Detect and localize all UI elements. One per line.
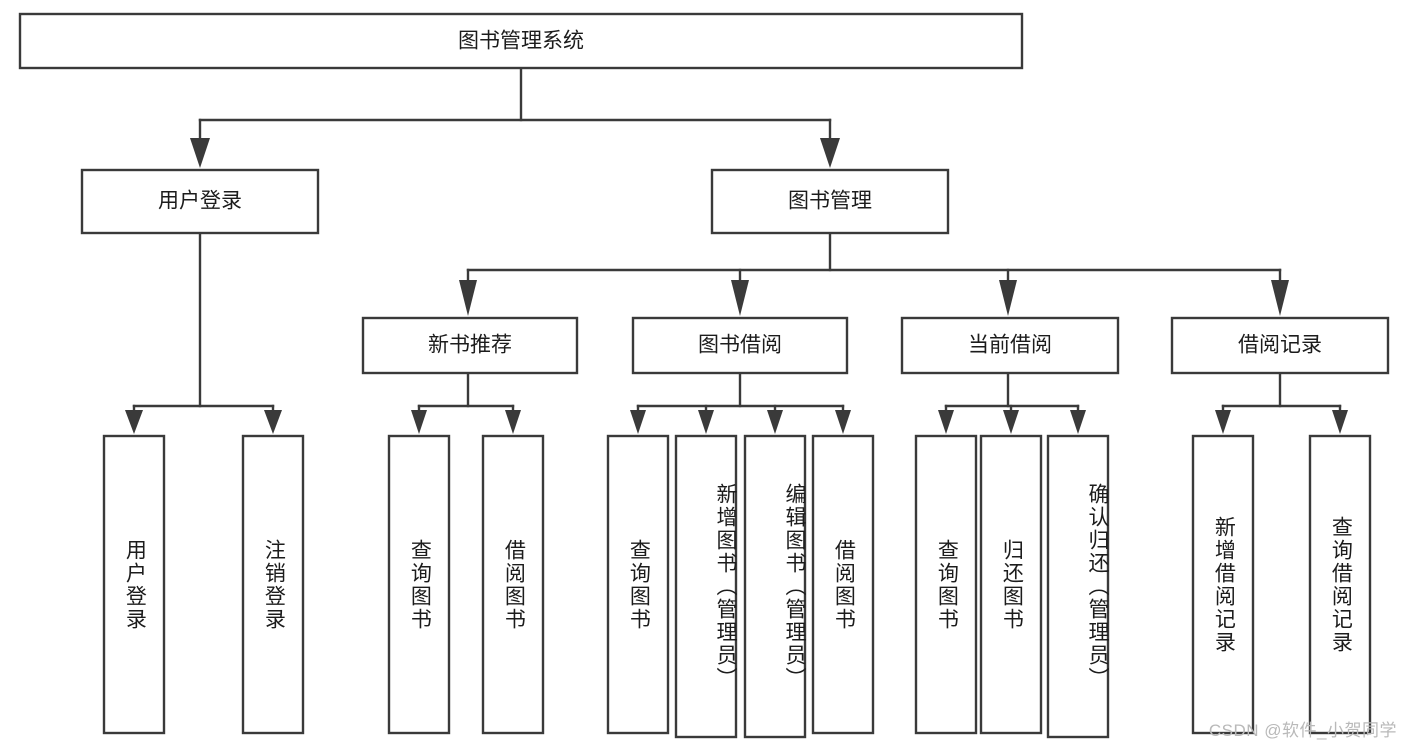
node-user-login[interactable] [80, 168, 320, 235]
arrow-head-leaf-borrow-book-rec [505, 410, 521, 434]
node-book-management[interactable] [710, 168, 950, 235]
node-borrow-records-label: 借阅记录 [1238, 334, 1322, 357]
node-root-label: 图书管理系统 [458, 30, 584, 53]
node-leaf-borrow-book-rec[interactable] [481, 434, 545, 735]
arrow-head-leaf-user-login [125, 410, 143, 434]
node-leaf-add-book[interactable] [674, 434, 738, 739]
arrow-head-book-management [820, 138, 840, 168]
arrow-head-leaf-query-record [1332, 410, 1348, 434]
arrow-head-leaf-add-book [698, 410, 714, 434]
node-leaf-logout[interactable] [241, 434, 305, 735]
arrow-head-leaf-confirm-return [1070, 410, 1086, 434]
node-new-book-recommend-label: 新书推荐 [428, 334, 512, 357]
node-leaf-edit-book[interactable] [743, 434, 807, 739]
arrow-head-new-book-recommend [459, 280, 477, 316]
node-leaf-query-record[interactable] [1308, 434, 1372, 735]
arrow-head-leaf-add-record [1215, 410, 1231, 434]
node-book-borrow-label: 图书借阅 [698, 334, 782, 357]
node-leaf-borrow-book[interactable] [811, 434, 875, 735]
node-root[interactable] [18, 12, 1024, 70]
connector-group-borrow-records [1215, 371, 1348, 434]
arrow-head-current-borrow [999, 280, 1017, 316]
node-current-borrow-label: 当前借阅 [968, 334, 1052, 357]
node-leaf-query-book-current[interactable] [914, 434, 978, 735]
arrow-head-leaf-query-book-rec [411, 410, 427, 434]
node-book-management-label: 图书管理 [788, 190, 872, 213]
arrow-head-leaf-return-book [1003, 410, 1019, 434]
connector-group-user-login [125, 231, 282, 434]
arrow-head-user-login [190, 138, 210, 168]
connector-group-root [190, 66, 840, 168]
node-user-login-label: 用户登录 [158, 190, 242, 213]
arrow-head-leaf-query-book-current [938, 410, 954, 434]
connector-group-new-book-recommend [411, 371, 521, 434]
arrow-head-leaf-borrow-book [835, 410, 851, 434]
arrow-head-leaf-query-book-borrow [630, 410, 646, 434]
node-new-book-recommend[interactable] [361, 316, 579, 375]
node-leaf-user-login[interactable] [102, 434, 166, 735]
node-leaf-query-book-borrow[interactable] [606, 434, 670, 735]
node-borrow-records[interactable] [1170, 316, 1390, 375]
arrow-head-book-borrow [731, 280, 749, 316]
connector-group-book-borrow [630, 371, 851, 434]
watermark-text: CSDN @软件_小贺同学 [1208, 721, 1397, 740]
arrow-head-leaf-edit-book [767, 410, 783, 434]
node-leaf-add-record[interactable] [1191, 434, 1255, 735]
node-leaf-query-book-rec[interactable] [387, 434, 451, 735]
node-leaf-return-book[interactable] [979, 434, 1043, 735]
node-current-borrow[interactable] [900, 316, 1120, 375]
arrow-head-borrow-records [1271, 280, 1289, 316]
connector-group-book-management [459, 231, 1289, 316]
node-book-borrow[interactable] [631, 316, 849, 375]
node-leaf-confirm-return[interactable] [1046, 434, 1110, 739]
arrow-head-leaf-logout [264, 410, 282, 434]
connector-group-current-borrow [938, 371, 1086, 434]
